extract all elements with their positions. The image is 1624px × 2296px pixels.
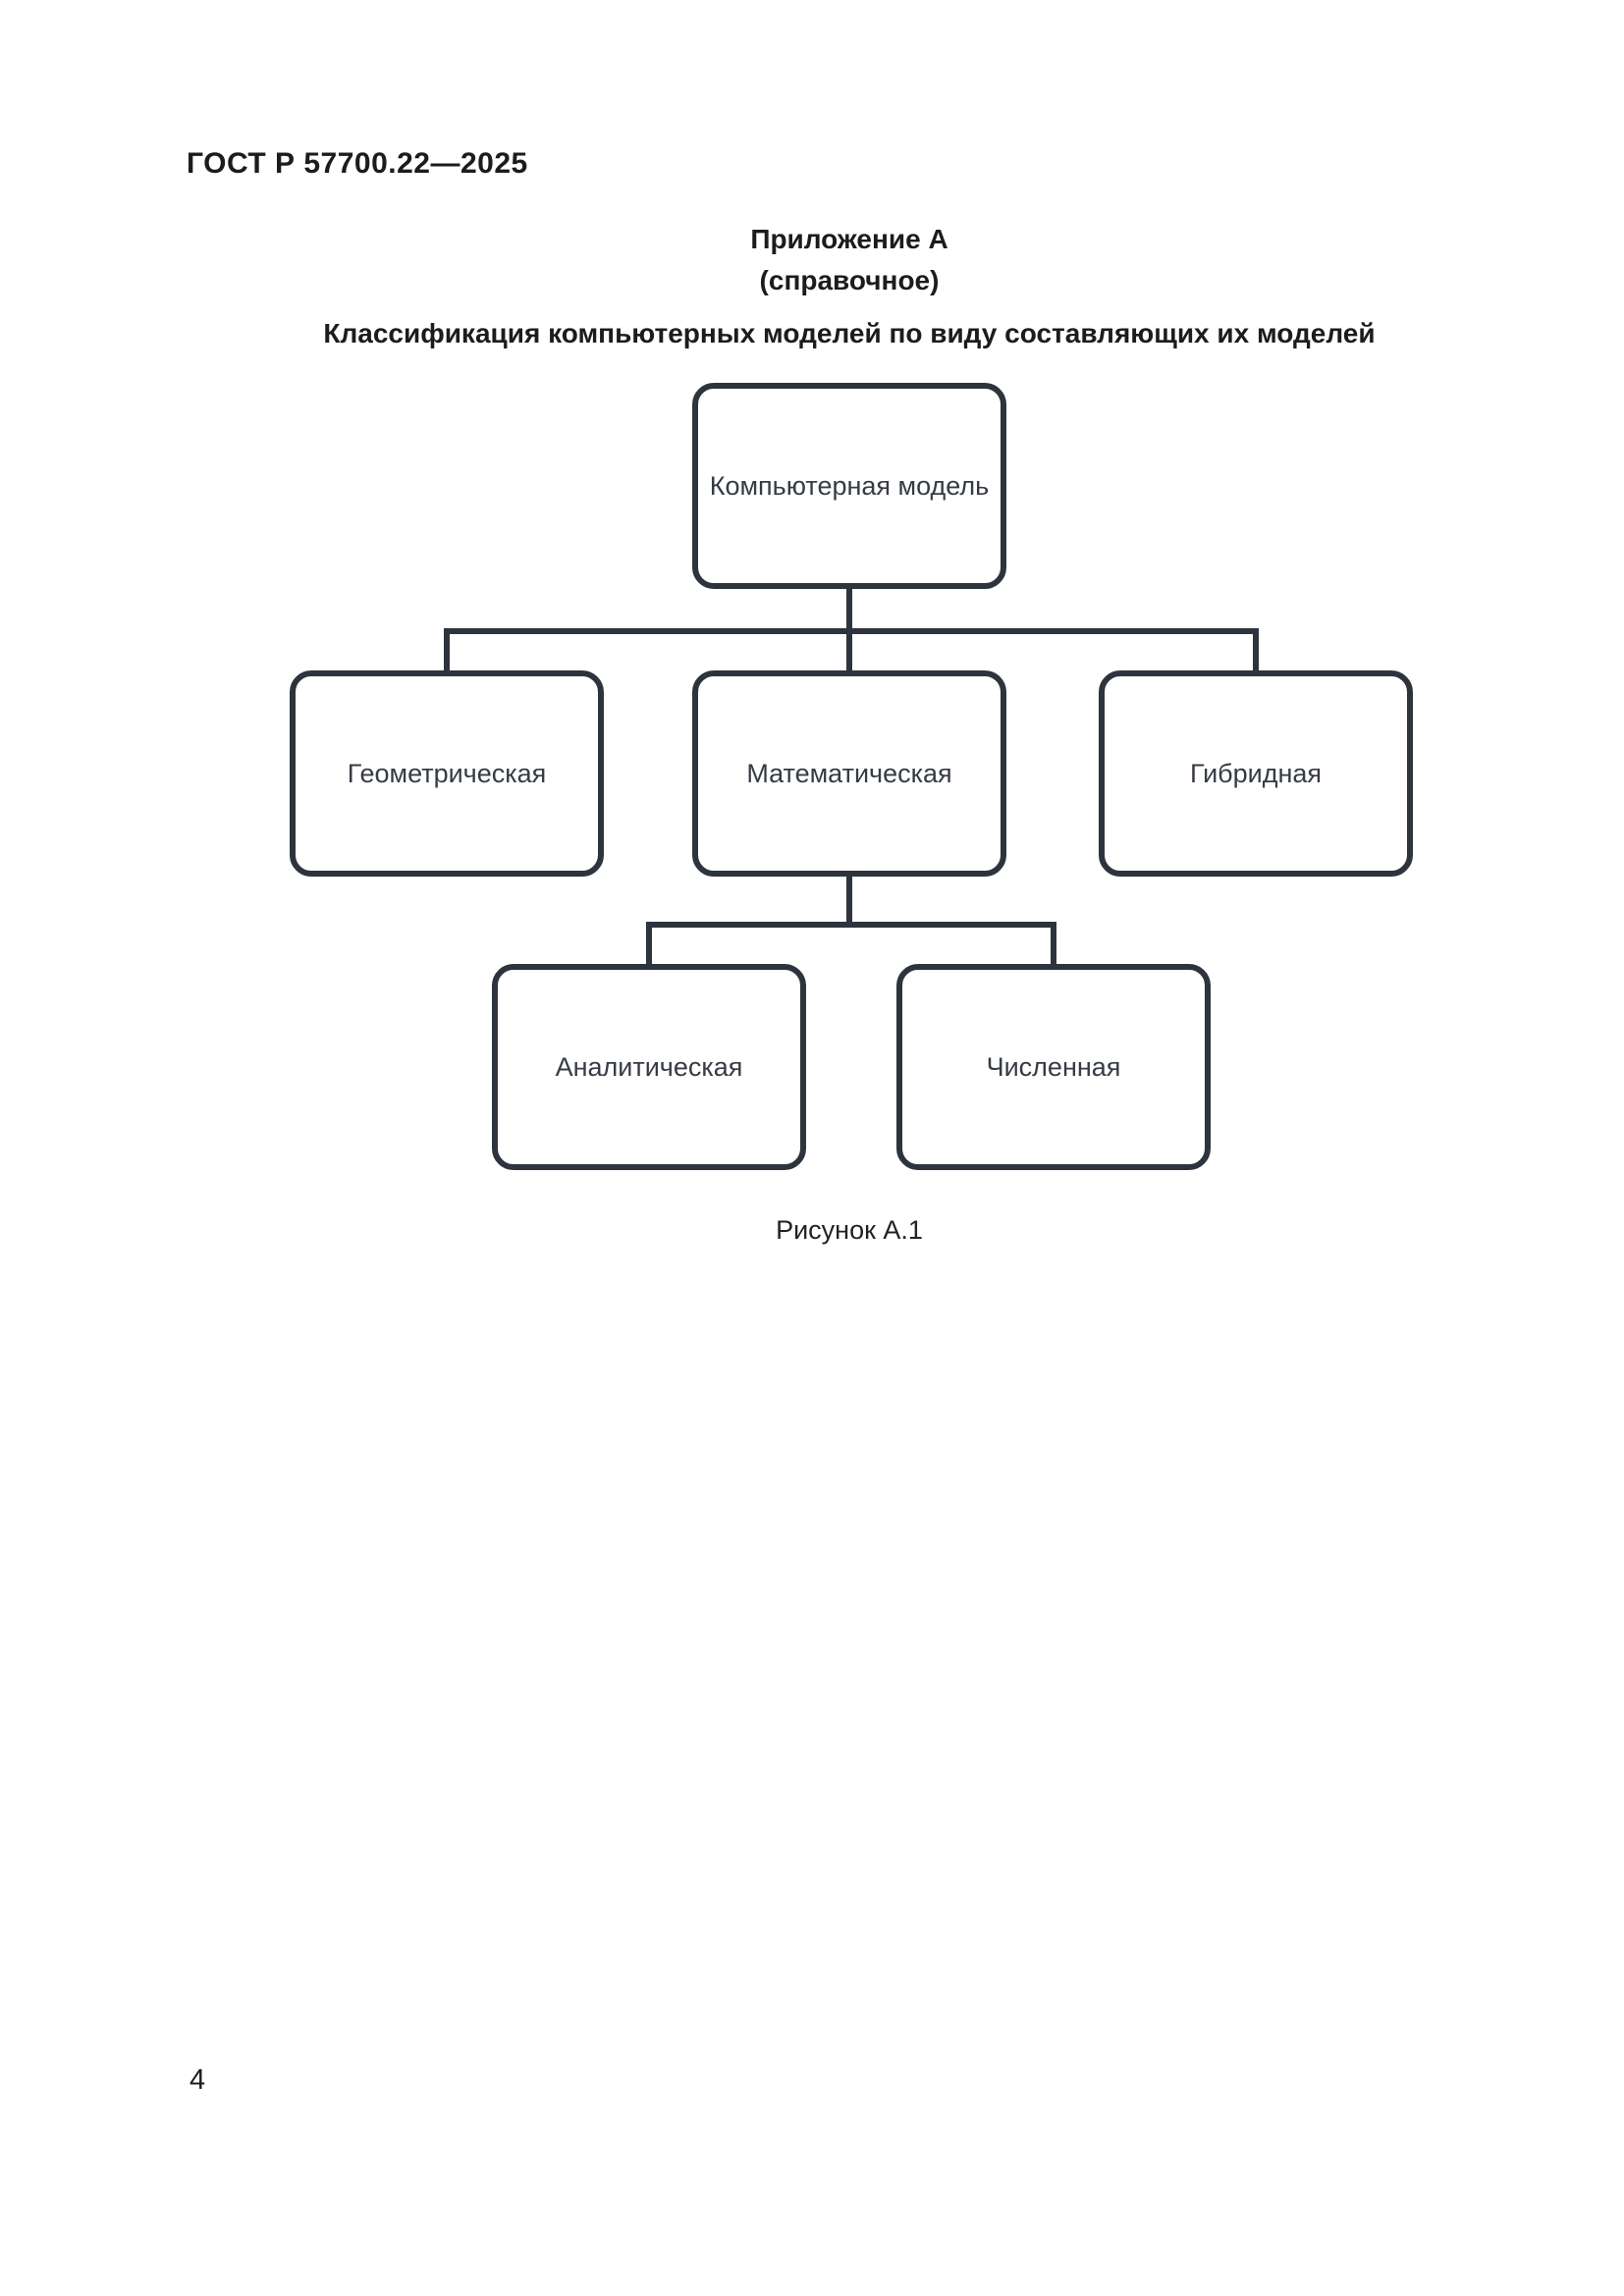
node-numerical: Численная xyxy=(896,964,1211,1170)
node-geometric: Геометрическая xyxy=(290,670,604,877)
node-computer-model: Компьютерная модель xyxy=(692,383,1006,589)
connector-math-stem xyxy=(846,875,852,928)
connector-level2-rail xyxy=(646,922,1056,928)
node-analytical: Аналитическая xyxy=(492,964,806,1170)
page-number: 4 xyxy=(189,2064,206,2096)
node-mathematical: Математическая xyxy=(692,670,1006,877)
running-header: ГОСТ Р 57700.22—2025 xyxy=(187,147,528,180)
connector-hybrid-stub xyxy=(1253,628,1259,675)
figure-caption: Рисунок А.1 xyxy=(776,1215,923,1245)
connector-root-stem xyxy=(846,587,852,634)
connector-geometric-stub xyxy=(444,628,450,675)
connector-math-stub xyxy=(846,628,852,675)
appendix-subheading: (справочное) xyxy=(759,265,940,295)
figure-title: Классификация компьютерных моделей по ви… xyxy=(323,318,1376,348)
node-hybrid: Гибридная xyxy=(1099,670,1413,877)
connector-analytic-stub xyxy=(646,922,652,969)
connector-numeric-stub xyxy=(1051,922,1056,969)
appendix-heading: Приложение А xyxy=(750,224,948,254)
